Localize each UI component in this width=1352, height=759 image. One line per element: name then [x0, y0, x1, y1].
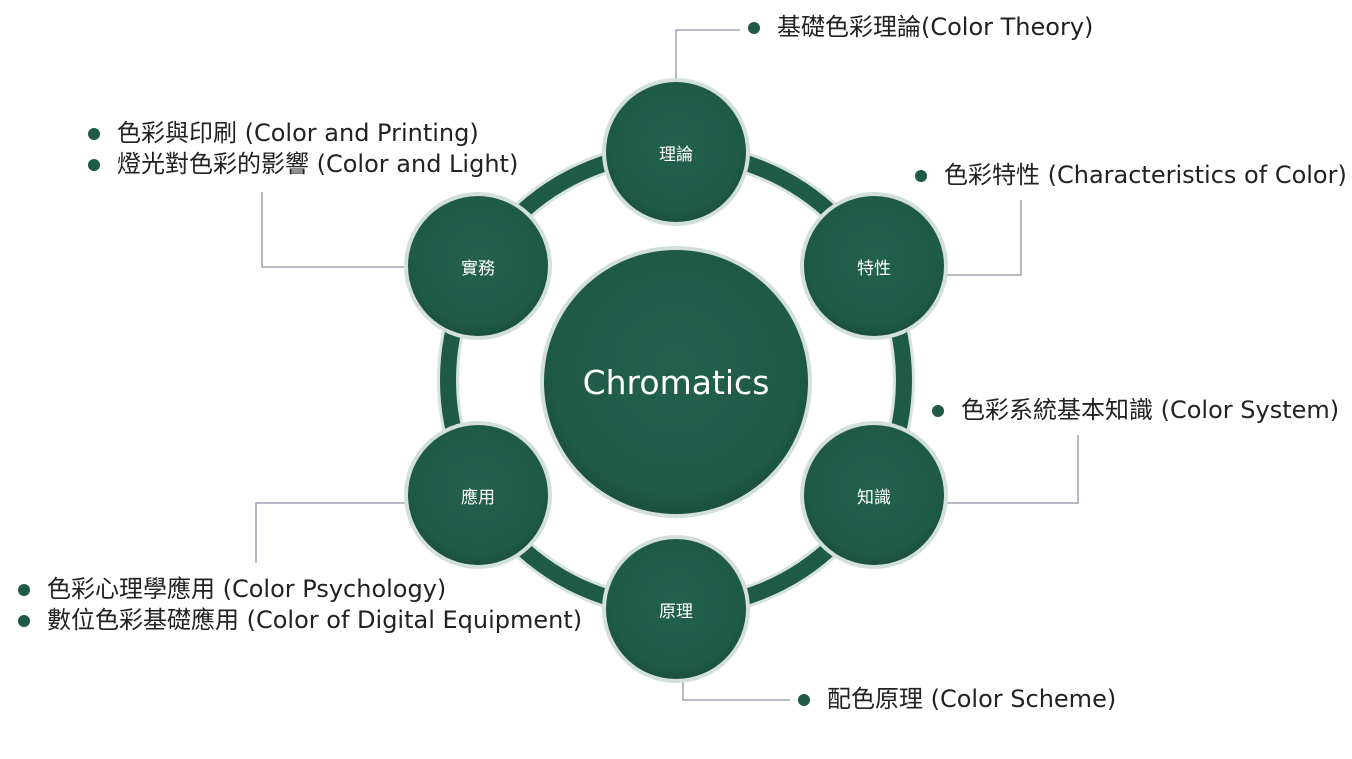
callout-text: 基礎色彩理論(Color Theory): [777, 13, 1094, 41]
node-theory: [602, 78, 750, 226]
leader-line-characteristics: [945, 200, 1022, 276]
callout-characteristics: 色彩特性 (Characteristics of Color): [915, 160, 1347, 191]
callout-text: 燈光對色彩的影響 (Color and Light): [117, 150, 519, 178]
node-knowledge: [800, 421, 948, 569]
bullet-icon: [88, 158, 100, 171]
callout-text: 數位色彩基礎應用 (Color of Digital Equipment): [47, 606, 583, 634]
leader-line-application: [255, 502, 405, 563]
node-application: [404, 421, 552, 569]
node-principle: [602, 535, 750, 683]
callout-application: 色彩心理學應用 (Color Psychology) 數位色彩基礎應用 (Col…: [18, 574, 582, 636]
leader-line-principle: [682, 682, 790, 701]
callout-item: 色彩系統基本知識 (Color System): [932, 395, 1339, 426]
callout-item: 色彩與印刷 (Color and Printing): [88, 118, 518, 149]
bullet-icon: [18, 614, 30, 627]
callout-item: 數位色彩基礎應用 (Color of Digital Equipment): [18, 605, 582, 636]
callout-text: 色彩特性 (Characteristics of Color): [944, 161, 1347, 189]
callout-item: 配色原理 (Color Scheme): [798, 684, 1116, 715]
leader-line-knowledge: [945, 435, 1079, 504]
callout-item: 色彩心理學應用 (Color Psychology): [18, 574, 582, 605]
bullet-icon: [915, 169, 927, 182]
bullet-icon: [88, 127, 100, 140]
callout-theory: 基礎色彩理論(Color Theory): [748, 12, 1093, 43]
bullet-icon: [798, 693, 810, 706]
callout-principle: 配色原理 (Color Scheme): [798, 684, 1116, 715]
callout-text: 色彩與印刷 (Color and Printing): [117, 119, 479, 147]
bullet-icon: [18, 583, 30, 596]
bullet-icon: [932, 404, 944, 417]
callout-item: 基礎色彩理論(Color Theory): [748, 12, 1093, 43]
callout-text: 配色原理 (Color Scheme): [827, 685, 1117, 713]
callout-practice: 色彩與印刷 (Color and Printing) 燈光對色彩的影響 (Col…: [88, 118, 518, 180]
center-circle-fill: [544, 250, 808, 514]
leader-line-theory: [675, 29, 740, 80]
callout-text: 色彩系統基本知識 (Color System): [961, 396, 1340, 424]
callout-text: 色彩心理學應用 (Color Psychology): [47, 575, 447, 603]
callout-item: 色彩特性 (Characteristics of Color): [915, 160, 1347, 191]
node-practice: [404, 192, 552, 340]
callout-item: 燈光對色彩的影響 (Color and Light): [88, 149, 518, 180]
callout-knowledge: 色彩系統基本知識 (Color System): [932, 395, 1339, 426]
bullet-icon: [748, 21, 760, 34]
node-characteristics: [800, 192, 948, 340]
leader-line-practice: [261, 192, 405, 268]
